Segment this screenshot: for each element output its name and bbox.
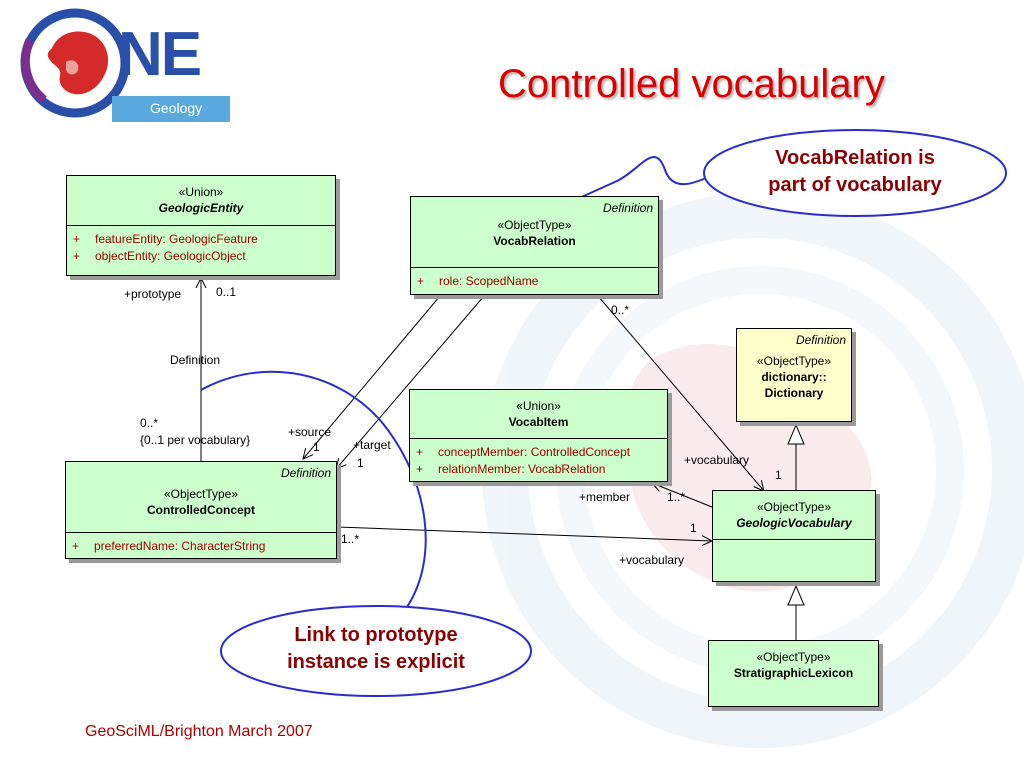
vocabulary-concept-multiplicity: 1..*	[341, 532, 360, 546]
class-vocab-item[interactable]: «Union» VocabItem +conceptMember: Contro…	[409, 389, 668, 482]
target-multiplicity: 1	[357, 456, 364, 470]
class-stereotype: «Union»	[516, 399, 561, 413]
class-name: StratigraphicLexicon	[733, 666, 854, 680]
generalization-arrowhead	[787, 423, 805, 445]
class-stereotype: «ObjectType»	[756, 500, 832, 514]
target-role-label: +target	[353, 438, 391, 452]
class-stereotype: «ObjectType»	[497, 218, 572, 232]
top-callout-bubble	[703, 129, 1007, 217]
bottom-callout-pointer	[200, 370, 427, 611]
class-attribute: +role: ScopedName	[417, 274, 539, 288]
source-multiplicity: 1	[313, 440, 320, 454]
class-name-namespace: dictionary::	[761, 370, 827, 384]
relation-multiplicity: 0..*	[611, 303, 630, 317]
concept-constraint-note: {0..1 per vocabulary}	[140, 433, 251, 447]
prototype-role-label: +prototype	[124, 287, 182, 301]
source-association	[303, 295, 441, 459]
target-association	[336, 295, 485, 469]
definition-tag: Definition	[602, 201, 653, 215]
definition-association-label: Definition	[170, 353, 221, 367]
one-geology-logo-mark	[20, 8, 230, 122]
bottom-callout-text: Link to prototype instance is explicit	[287, 624, 465, 673]
class-stereotype: «ObjectType»	[756, 354, 832, 368]
class-stereotype: «ObjectType»	[163, 487, 239, 501]
definition-tag: Definition	[280, 466, 331, 480]
class-vocab-relation[interactable]: Definition «ObjectType» VocabRelation +r…	[410, 196, 659, 295]
relation-vocabulary-multiplicity: 1	[775, 468, 782, 482]
class-controlled-concept[interactable]: Definition «ObjectType» ControlledConcep…	[65, 461, 337, 559]
logo-letters: NE	[118, 20, 202, 89]
class-geologic-vocabulary[interactable]: «ObjectType» GeologicVocabulary	[712, 490, 876, 582]
prototype-multiplicity: 0..1	[216, 285, 237, 299]
class-stereotype: «ObjectType»	[756, 650, 831, 664]
class-name: VocabItem	[508, 415, 569, 429]
class-dictionary[interactable]: Definition «ObjectType» dictionary:: Dic…	[736, 328, 852, 422]
concept-vocabulary-multiplicity: 1	[690, 521, 697, 535]
generalization-arrowhead	[787, 584, 805, 606]
class-name: VocabRelation	[493, 234, 576, 248]
class-geologic-entity[interactable]: «Union» GeologicEntity +featureEntity: G…	[66, 175, 336, 276]
bottom-callout-bubble	[220, 605, 532, 697]
relation-vocabulary-role: +vocabulary	[684, 453, 750, 467]
member-multiplicity: 1..*	[667, 490, 686, 504]
class-name: GeologicEntity	[158, 201, 244, 215]
class-attribute: +conceptMember: ControlledConcept	[416, 445, 631, 459]
class-attribute: +preferredName: CharacterString	[72, 539, 266, 553]
concept-multiplicity: 0..*	[140, 416, 159, 430]
class-stereotype: «Union»	[178, 185, 224, 199]
top-callout-pointer	[565, 156, 707, 205]
logo-subtitle: Geology	[150, 100, 203, 116]
concept-vocabulary-association	[336, 526, 712, 541]
concept-vocabulary-role: +vocabulary	[619, 553, 685, 567]
class-name: ControlledConcept	[147, 503, 255, 517]
class-name: Dictionary	[764, 386, 824, 400]
class-stratigraphic-lexicon[interactable]: «ObjectType» StratigraphicLexicon	[708, 640, 879, 707]
source-role-label: +source	[288, 425, 332, 439]
slide-footer: GeoSciML/Brighton March 2007	[85, 723, 313, 740]
top-callout-text: VocabRelation is part of vocabulary	[768, 147, 942, 196]
class-attribute: +relationMember: VocabRelation	[416, 462, 606, 476]
definition-tag: Definition	[795, 333, 846, 347]
slide-title: Controlled vocabulary	[498, 62, 885, 106]
member-role-label: +member	[579, 490, 631, 504]
class-attribute: +featureEntity: GeologicFeature	[73, 232, 258, 246]
member-association	[652, 483, 713, 508]
class-attribute: +objectEntity: GeologicObject	[73, 249, 246, 263]
class-name: GeologicVocabulary	[736, 516, 852, 530]
relation-vocabulary-association	[597, 295, 764, 491]
